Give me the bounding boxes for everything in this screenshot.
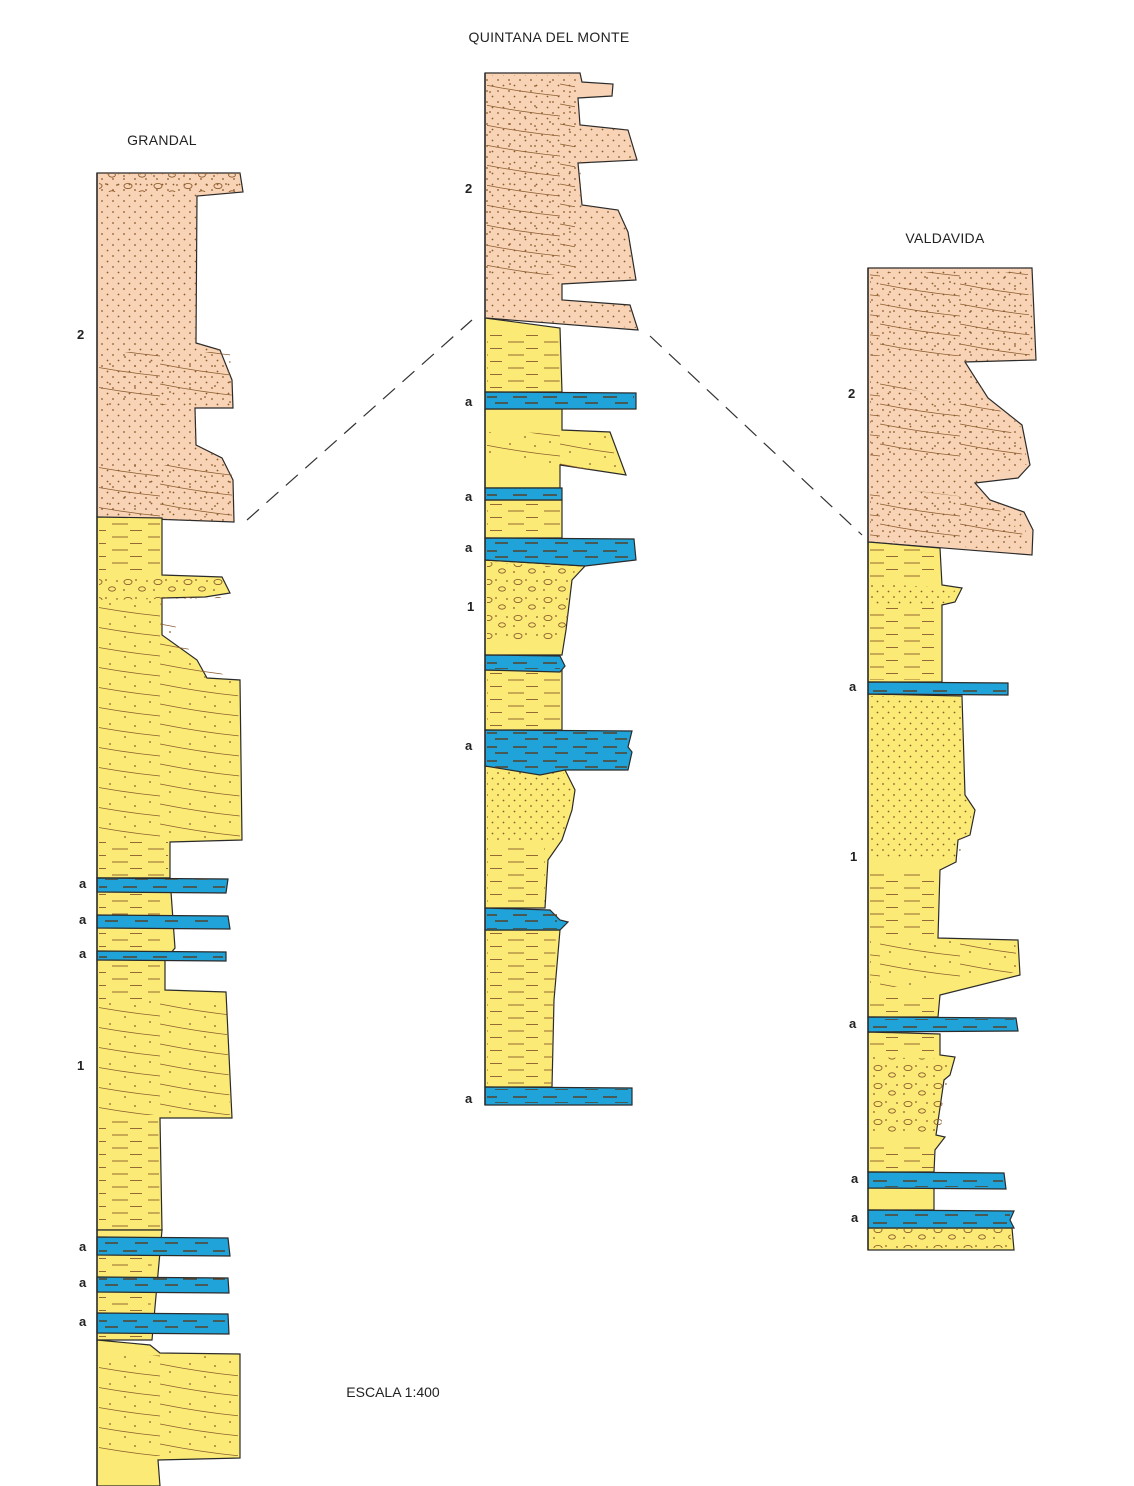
correlation-line-right — [649, 335, 863, 536]
column-grandal — [96, 172, 244, 1486]
quintana-unit-label: 1 — [467, 599, 474, 614]
valdavida-labels: 2 1 a a a a — [848, 386, 859, 1225]
grandal-bed-label: a — [79, 876, 87, 891]
grandal-bed-label: a — [79, 1239, 87, 1254]
scale-label: ESCALA 1:400 — [346, 1384, 440, 1400]
grandal-bed-label: a — [79, 946, 87, 961]
grandal-labels: 2 1 a a a a a a — [77, 327, 87, 1329]
grandal-bed-label: a — [79, 1314, 87, 1329]
correlation-lines — [246, 319, 863, 536]
column-title-valdavida: VALDAVIDA — [905, 230, 985, 246]
grandal-bed-label: a — [79, 912, 87, 927]
column-title-quintana: QUINTANA DEL MONTE — [469, 29, 630, 45]
quintana-bed-label: a — [465, 489, 473, 504]
quintana-bed-label: a — [465, 540, 473, 555]
quintana-bed-label: a — [465, 1091, 473, 1106]
quintana-bed-label: a — [465, 394, 473, 409]
column-valdavida — [867, 267, 1037, 1251]
grandal-unit-label: 1 — [77, 1058, 84, 1073]
valdavida-bed-label: a — [849, 1016, 857, 1031]
valdavida-unit-label: 1 — [850, 849, 857, 864]
valdavida-bed-label: a — [849, 679, 857, 694]
column-quintana — [484, 72, 639, 1106]
quintana-unit-label: 2 — [465, 181, 472, 196]
column-title-grandal: GRANDAL — [127, 132, 197, 148]
quintana-bed-label: a — [465, 738, 473, 753]
valdavida-unit-label: 2 — [848, 386, 855, 401]
grandal-bed-label: a — [79, 1275, 87, 1290]
grandal-unit-label: 2 — [77, 327, 84, 342]
quintana-labels: 2 1 a a a a a — [465, 181, 474, 1106]
correlation-line-left — [246, 319, 473, 521]
valdavida-bed-label: a — [851, 1171, 859, 1186]
valdavida-bed-label: a — [851, 1210, 859, 1225]
